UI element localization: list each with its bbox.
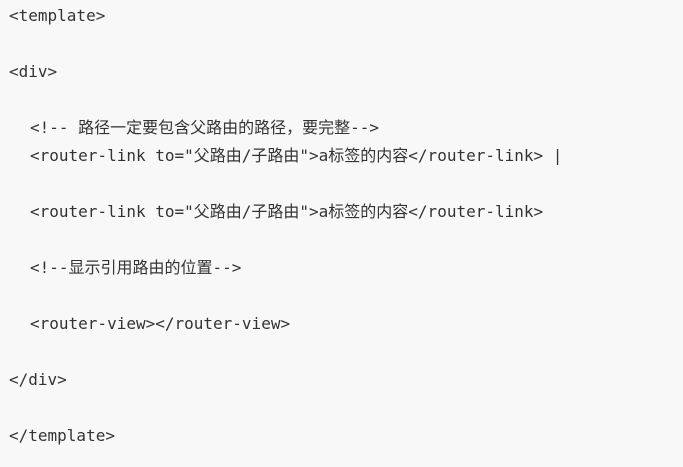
code-line-router-link-1: <router-link to="父路由/子路由">a标签的内容</router… bbox=[30, 146, 563, 165]
code-line-router-link-2: <router-link to="父路由/子路由">a标签的内容</router… bbox=[30, 202, 544, 221]
code-line-div-close: </div> bbox=[9, 370, 67, 389]
code-line-router-view: <router-view></router-view> bbox=[30, 314, 291, 333]
code-line-comment-view: <!--显示引用路由的位置--> bbox=[30, 258, 242, 277]
code-line-comment-path: <!-- 路径一定要包含父路由的路径，要完整--> bbox=[30, 118, 380, 137]
code-line-template-close: </template> bbox=[9, 426, 115, 445]
code-line-template-open: <template> bbox=[9, 6, 106, 25]
code-line-div-open: <div> bbox=[9, 62, 58, 81]
